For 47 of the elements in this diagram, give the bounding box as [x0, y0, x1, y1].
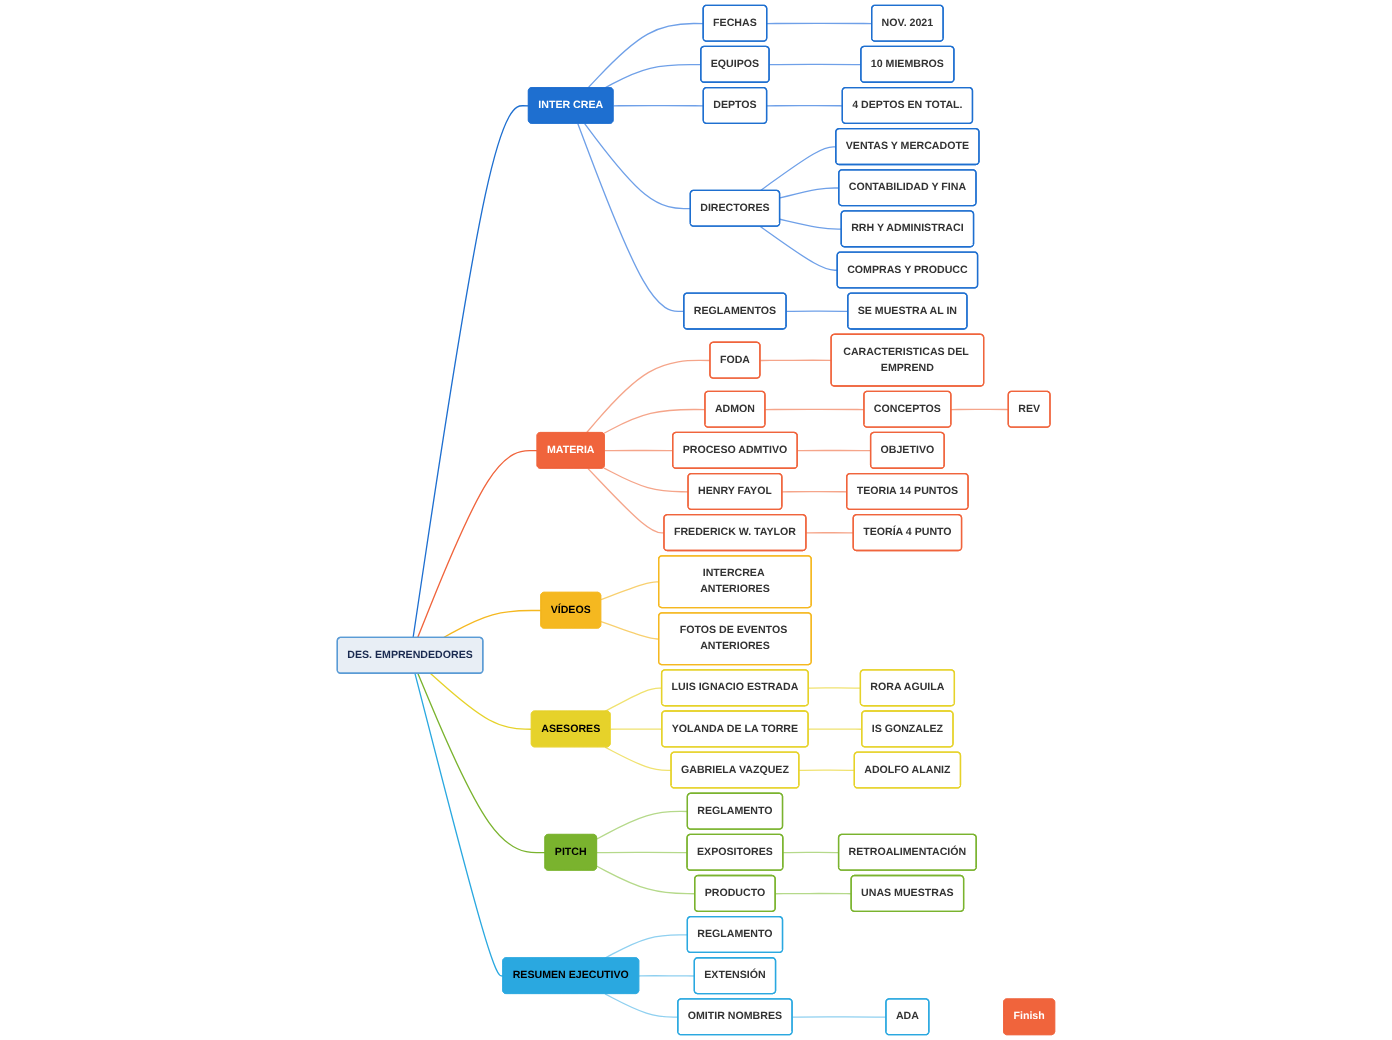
connector: [764, 408, 865, 411]
connector: [766, 22, 873, 25]
connector: [950, 408, 1010, 411]
connector: [584, 123, 692, 210]
connector: [604, 934, 689, 959]
connector: [774, 892, 853, 895]
connector: [782, 851, 840, 854]
connector: [596, 865, 696, 895]
connector: [596, 810, 689, 840]
connector: [766, 104, 844, 107]
connector: [414, 672, 504, 977]
connector: [600, 620, 660, 640]
connector: [412, 105, 530, 639]
connector: [609, 728, 663, 730]
connector: [759, 146, 837, 192]
connector: [416, 449, 538, 639]
connector: [602, 467, 690, 493]
connector: [585, 359, 711, 434]
connector: [785, 310, 849, 313]
connector: [781, 490, 848, 493]
connector: [604, 687, 663, 712]
connector: [759, 359, 833, 362]
connector: [791, 1016, 887, 1018]
connector: [442, 609, 542, 639]
connector: [587, 22, 705, 89]
connector: [596, 851, 689, 854]
connector: [805, 532, 855, 534]
connector: [779, 187, 840, 199]
connector: [768, 63, 862, 66]
connector: [604, 63, 702, 89]
connector: [759, 225, 839, 271]
connector: [600, 581, 660, 601]
connector: [807, 687, 862, 689]
connector: [604, 449, 674, 452]
connector: [577, 123, 685, 313]
connector: [604, 746, 673, 772]
connector: [604, 993, 679, 1018]
connector: [429, 672, 533, 730]
connector: [796, 449, 872, 452]
connector: [612, 104, 705, 107]
connector: [798, 769, 856, 772]
connector: [587, 467, 665, 534]
connector: [417, 672, 546, 854]
connector: [807, 728, 863, 730]
connector: [602, 408, 706, 435]
connector: [638, 975, 696, 977]
connector: [779, 218, 843, 230]
